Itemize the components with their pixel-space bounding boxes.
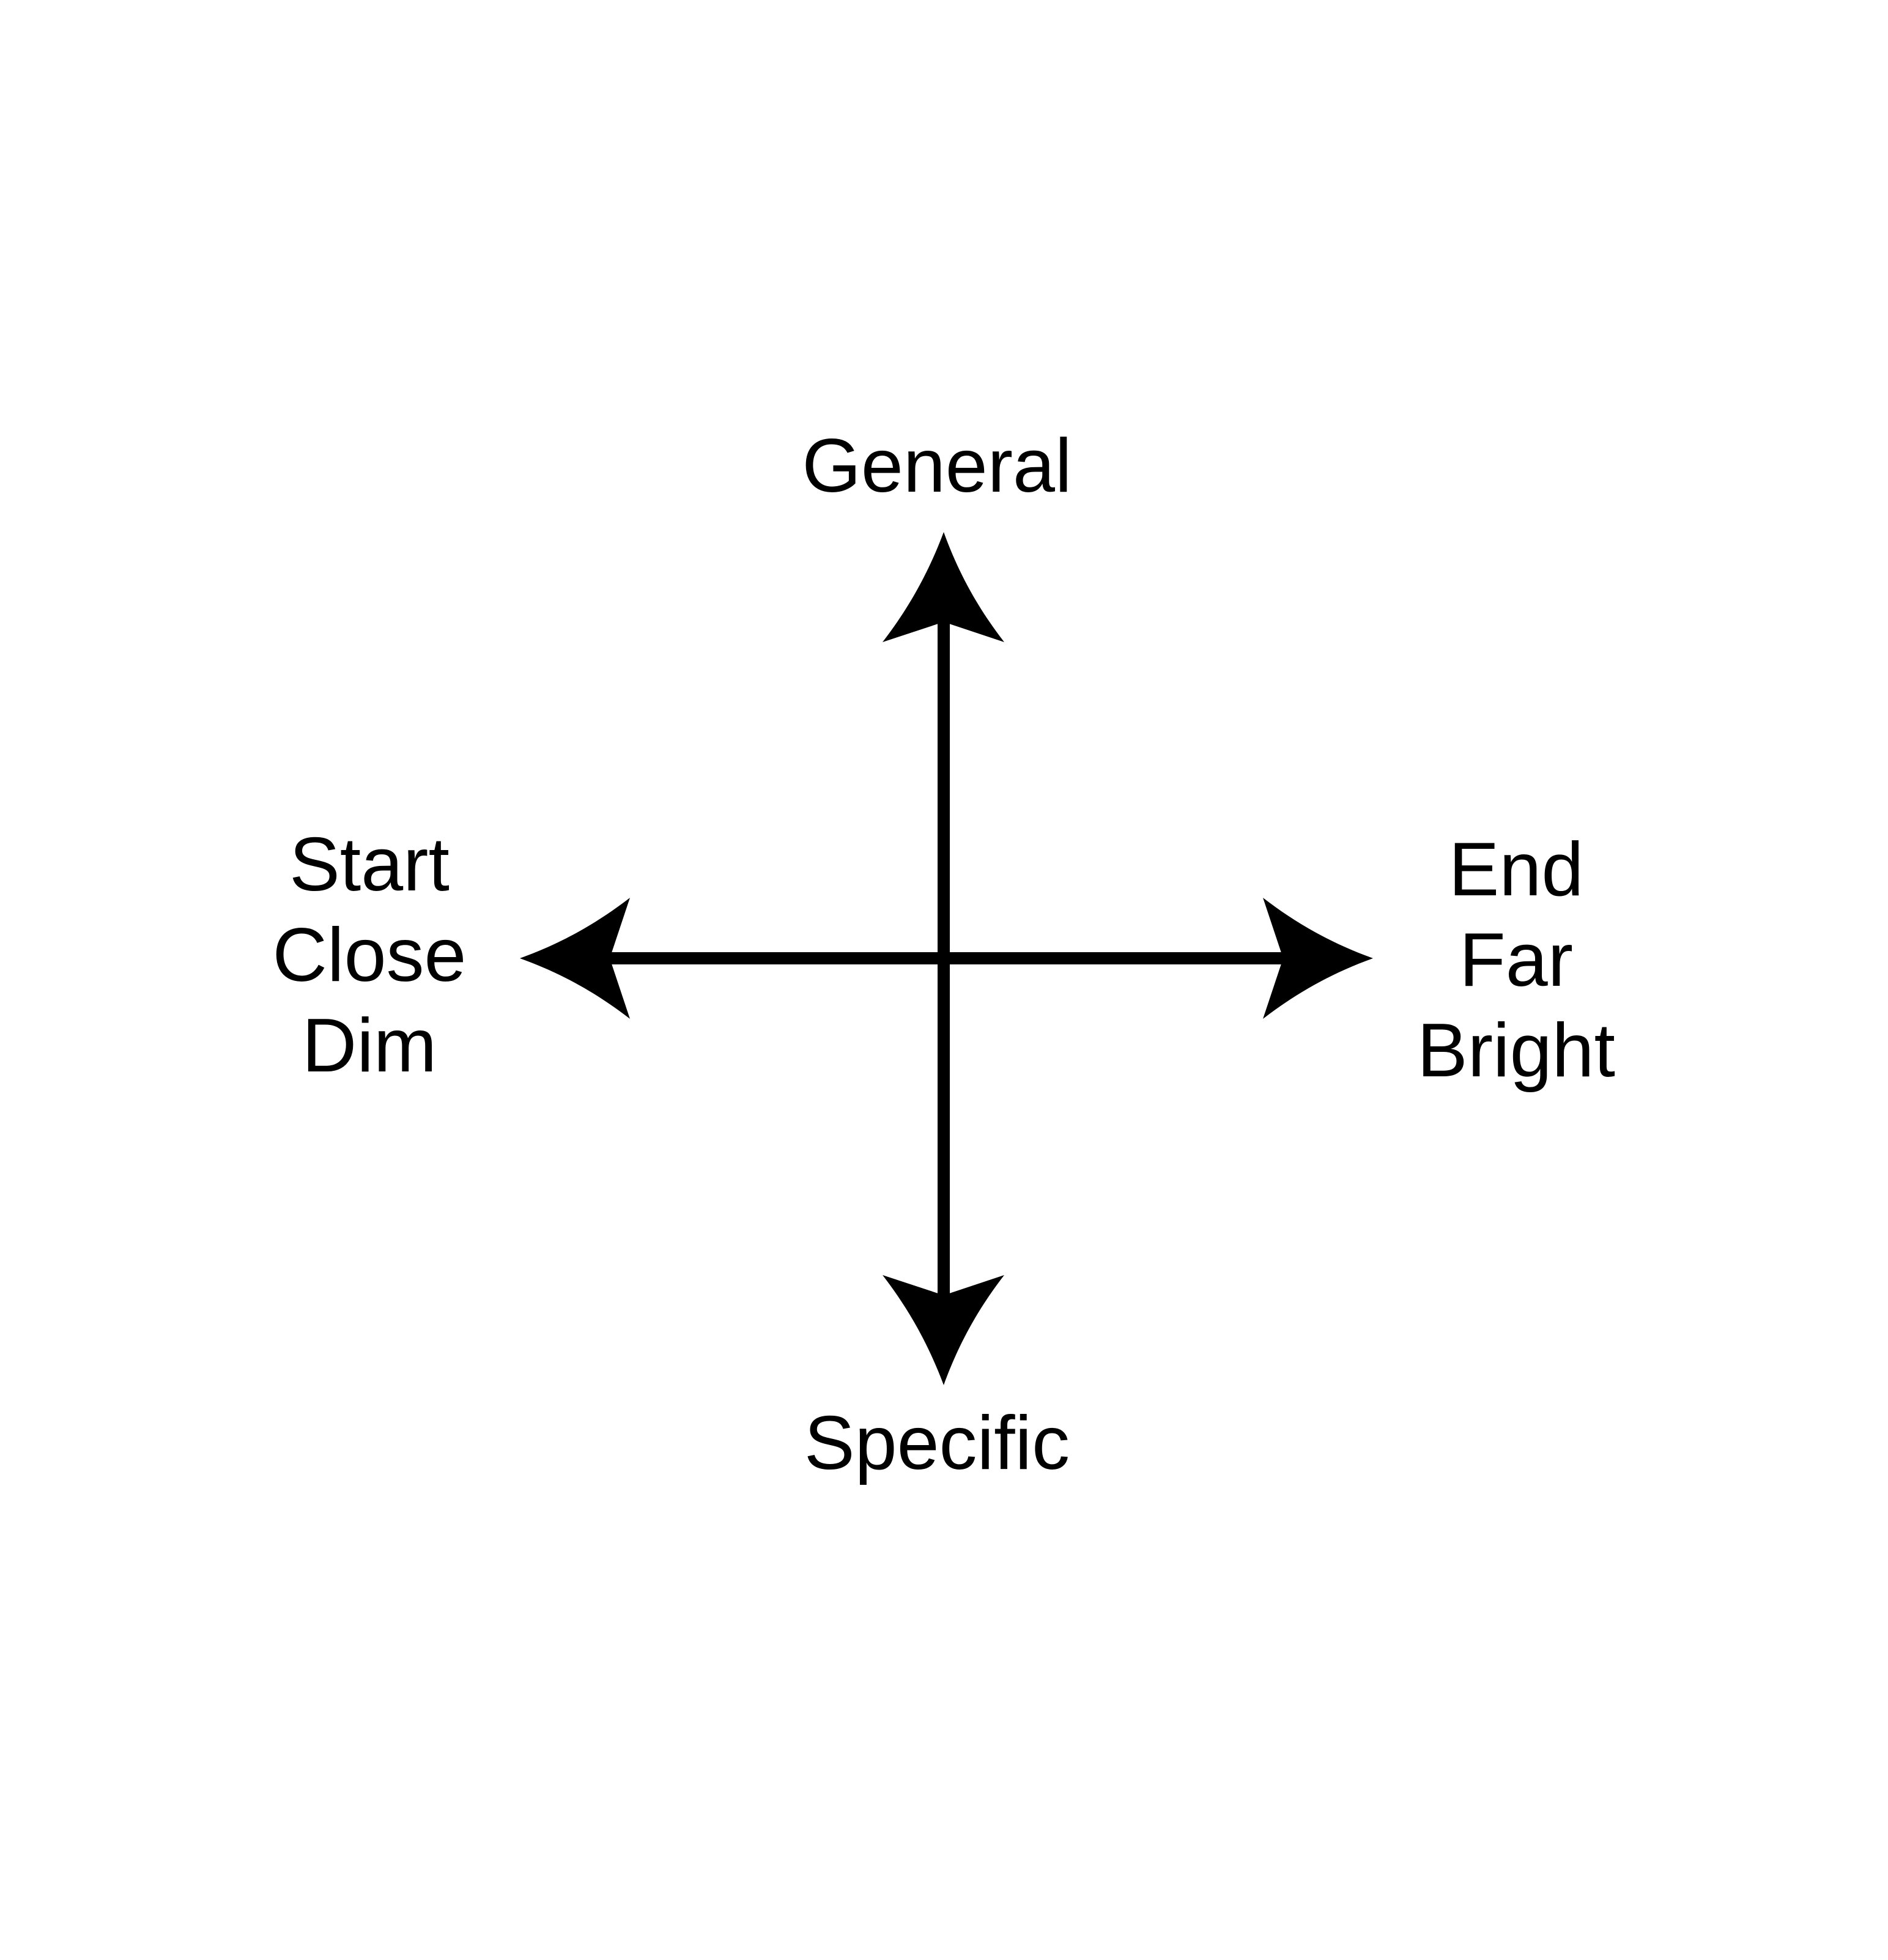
top-axis-label: General (802, 421, 1072, 511)
bottom-axis-label: Specific (804, 1398, 1070, 1488)
left-label-start: Start (289, 823, 450, 907)
top-label-text: General (802, 424, 1072, 508)
up-arrowhead-icon (883, 532, 1004, 642)
left-axis-labels: Start Close Dim (272, 819, 466, 1091)
left-label-dim: Dim (302, 1004, 437, 1088)
right-label-end: End (1448, 827, 1584, 912)
right-arrowhead-icon (1263, 898, 1373, 1019)
right-label-bright: Bright (1417, 1008, 1615, 1093)
bottom-label-text: Specific (804, 1401, 1070, 1485)
left-arrowhead-icon (520, 898, 630, 1019)
right-label-far: Far (1459, 918, 1573, 1002)
left-label-close: Close (272, 913, 467, 997)
down-arrowhead-icon (883, 1275, 1004, 1385)
right-axis-labels: End Far Bright (1417, 824, 1615, 1096)
